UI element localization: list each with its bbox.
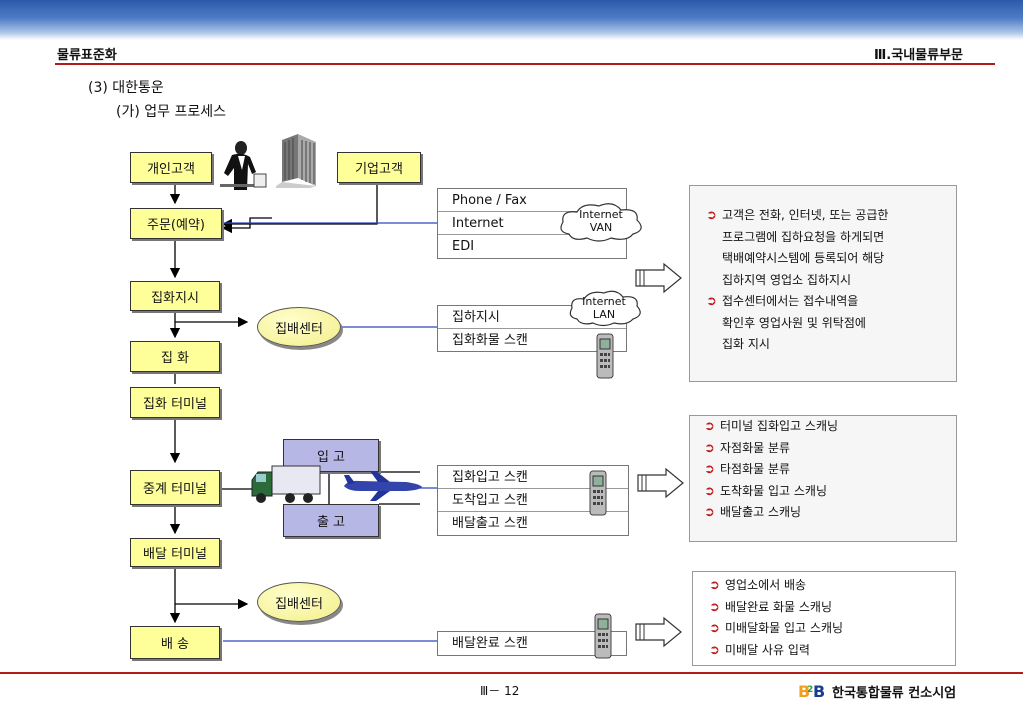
bullet-icon: ➲ (709, 599, 720, 615)
pickup-order-box: 집화지시 (130, 281, 220, 311)
table-row: 배달완료 스캔 (452, 636, 528, 651)
bullet-icon: ➲ (704, 505, 715, 520)
bullet-icon: ➲ (709, 642, 720, 658)
delivery-box: 배 송 (130, 626, 220, 659)
delivery-center-node: 집배센터 (257, 582, 341, 622)
pickup-ops-table: 집하지시 집화화물 스캔 (437, 305, 627, 352)
table-row: EDI (452, 239, 475, 254)
info-item: ➲ 타점화물 분류 (702, 459, 956, 481)
info-item: ➲ 미배달 사유 입력 (707, 640, 955, 662)
airplane-icon (344, 471, 422, 501)
info-text: 도착화물 입고 스캐닝 (720, 483, 827, 498)
cloud-lan-label: Internet LAN (574, 295, 634, 321)
cloud-icon (569, 290, 641, 327)
info-item: ➲ 배달출고 스캐닝 (702, 502, 956, 524)
info-item: ➲ 도착화물 입고 스캐닝 (702, 481, 956, 503)
cloud-label-line: Internet (579, 208, 623, 221)
bullet-icon: ➲ (704, 440, 715, 456)
info-text: 고객은 전화, 인터넷, 또는 공급한 (722, 208, 889, 222)
info-item: 프로그램에 집하요청을 하게되면 (722, 229, 885, 244)
svg-text:2: 2 (807, 685, 813, 695)
table-row: Internet (438, 212, 626, 235)
info-text: 배달완료 화물 스캐닝 (725, 599, 832, 614)
table-row: 집하지시 (438, 306, 626, 329)
info-text: 타점화물 분류 (720, 462, 791, 476)
info-text: 접수센터에서는 접수내역을 (722, 294, 859, 308)
bullet-icon: ➲ (704, 483, 715, 499)
info-text: 배달출고 스캐닝 (720, 505, 802, 519)
relay-terminal-box: 중계 터미널 (130, 470, 220, 505)
info-item: ➲ 터미널 집화입고 스캐닝 (702, 416, 956, 438)
chapter-title: Ⅲ.국내물류부문 (874, 48, 963, 63)
table-row: 집화화물 스캔 (452, 333, 528, 348)
doc-title: 물류표준화 (57, 48, 117, 63)
info-item: 확인후 영업사원 및 위탁점에 (722, 315, 866, 330)
delivery-center-node: 집배센터 (257, 307, 341, 347)
info-text: 미배달화물 입고 스캐닝 (725, 621, 844, 635)
office-building-icon (276, 134, 316, 188)
bullet-icon: ➲ (704, 462, 715, 477)
block-arrow-icon (637, 467, 684, 499)
bullet-icon: ➲ (704, 419, 715, 434)
delivery-info-box: ➲ 영업소에서 배송 ➲ 배달완료 화물 스캐닝 ➲ 미배달화물 입고 스캐닝 ➲ 미배… (692, 571, 956, 666)
barcode-scanner-icon (596, 333, 614, 379)
businessman-icon (220, 141, 267, 190)
svg-text:B: B (813, 682, 825, 700)
pickup-terminal-box: 집화 터미널 (130, 387, 220, 418)
info-item: 집화 지시 (722, 337, 770, 351)
pickup-box: 집 화 (130, 341, 220, 372)
subsection-heading: (가) 업무 프로세스 (116, 104, 226, 120)
table-row: Phone / Fax (438, 189, 626, 212)
barcode-scanner-icon (594, 613, 612, 659)
personal-customer-box: 개인고객 (130, 152, 212, 183)
bullet-icon: ➲ (706, 294, 717, 309)
footer-divider (0, 672, 1023, 674)
company-name: 한국통합물류 컨소시엄 (832, 686, 957, 701)
table-row: 도착입고 스캔 (438, 489, 628, 512)
info-text: 터미널 집화입고 스캐닝 (720, 419, 839, 433)
info-item: ➲ 자점화물 분류 (702, 438, 956, 460)
info-item: ➲ 고객은 전화, 인터넷, 또는 공급한 (704, 205, 956, 227)
table-row: 집화입고 스캔 (438, 466, 628, 489)
order-box: 주문(예약) (130, 208, 222, 239)
page-number: Ⅲ－ 12 (480, 684, 520, 698)
header-divider (55, 63, 995, 65)
cloud-label-line: LAN (592, 308, 616, 321)
info-item: 집하지역 영업소 집하지시 (722, 272, 852, 287)
cloud-icon (560, 203, 642, 242)
corporate-customer-box: 기업고객 (337, 152, 421, 183)
info-text: 자점화물 분류 (720, 440, 791, 455)
info-text: 영업소에서 배송 (725, 578, 807, 592)
cloud-van-label: Internet VAN (568, 208, 634, 234)
terminal-info-box: ➲ 터미널 집화입고 스캐닝 ➲ 자점화물 분류 ➲ 타점화물 분류 ➲ 도착화물 입고… (689, 415, 957, 542)
info-item: ➲ 배달완료 화물 스캐닝 (707, 597, 955, 619)
table-row: 배달출고 스캔 (452, 516, 528, 531)
block-arrow-icon (635, 262, 682, 294)
info-text: 미배달 사유 입력 (725, 642, 810, 657)
info-item: ➲ 영업소에서 배송 (707, 575, 955, 597)
order-channel-table: Phone / Fax Internet EDI (437, 188, 627, 259)
block-arrow-icon (635, 616, 682, 648)
outbound-dock-box: 출 고 (283, 504, 379, 537)
info-item: ➲ 접수센터에서는 접수내역을 (704, 291, 956, 313)
cloud-label-line: Internet (582, 295, 626, 308)
bullet-icon: ➲ (709, 621, 720, 636)
top-banner (0, 0, 1023, 40)
bullet-icon: ➲ (706, 208, 717, 223)
cloud-label-line: VAN (589, 221, 613, 234)
truck-icon (251, 465, 321, 503)
company-logo-icon: B 2 B (798, 680, 828, 701)
svg-text:B: B (798, 682, 810, 700)
bullet-icon: ➲ (709, 578, 720, 593)
order-info-box: ➲ 고객은 전화, 인터넷, 또는 공급한 프로그램에 집하요청을 하게되면 택배… (689, 185, 957, 382)
section-heading: (3) 대한통운 (88, 80, 164, 96)
info-item: ➲ 미배달화물 입고 스캐닝 (707, 618, 955, 640)
barcode-scanner-icon (589, 470, 607, 516)
delivery-terminal-box: 배달 터미널 (130, 538, 220, 567)
info-item: 택배예약시스템에 등록되어 해당 (722, 251, 885, 265)
